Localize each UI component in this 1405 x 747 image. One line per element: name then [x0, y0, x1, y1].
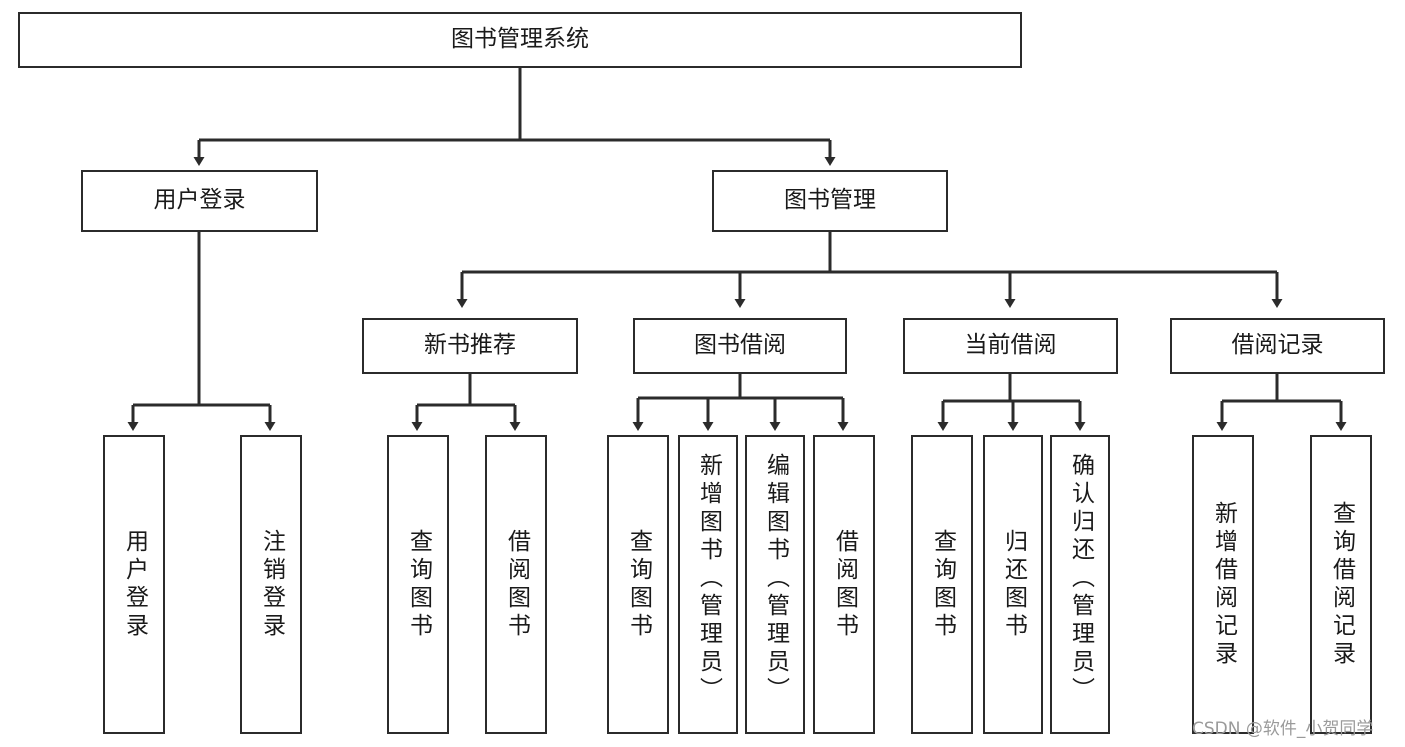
node-label: 新增借阅记录: [1210, 500, 1237, 669]
node-label: 新书推荐: [424, 332, 516, 359]
node-leaf-confirm-return[interactable]: 确认归还（管理员）: [1050, 435, 1110, 734]
node-label: 借阅图书: [503, 528, 530, 641]
node-leaf-user-login[interactable]: 用户登录: [103, 435, 165, 734]
node-leaf-query-book-2[interactable]: 查询图书: [607, 435, 669, 734]
node-book-management[interactable]: 图书管理: [712, 170, 948, 232]
node-borrow-record[interactable]: 借阅记录: [1170, 318, 1385, 374]
node-label: 确认归还（管理员）: [1067, 453, 1094, 705]
node-label: 查询借阅记录: [1328, 500, 1355, 669]
node-leaf-edit-book[interactable]: 编辑图书（管理员）: [745, 435, 805, 734]
node-label: 查询图书: [929, 528, 956, 641]
node-user-login[interactable]: 用户登录: [81, 170, 318, 232]
node-leaf-borrow-book-2[interactable]: 借阅图书: [813, 435, 875, 734]
node-leaf-query-record[interactable]: 查询借阅记录: [1310, 435, 1372, 734]
node-label: 新增图书（管理员）: [695, 453, 722, 705]
node-label: 当前借阅: [964, 332, 1057, 359]
node-root-system[interactable]: 图书管理系统: [18, 12, 1022, 68]
node-leaf-query-book-1[interactable]: 查询图书: [387, 435, 449, 734]
node-leaf-logout-login[interactable]: 注销登录: [240, 435, 302, 734]
node-label: 用户登录: [153, 187, 246, 214]
node-label: 查询图书: [625, 528, 652, 641]
node-label: 编辑图书（管理员）: [762, 453, 789, 705]
node-label: 注销登录: [258, 528, 285, 641]
node-label: 用户登录: [121, 528, 148, 641]
node-label: 图书借阅: [694, 332, 786, 359]
node-label: 图书管理: [784, 187, 876, 214]
node-new-book-recommend[interactable]: 新书推荐: [362, 318, 578, 374]
node-label: 借阅图书: [831, 528, 858, 641]
node-leaf-borrow-book-1[interactable]: 借阅图书: [485, 435, 547, 734]
node-current-borrow[interactable]: 当前借阅: [903, 318, 1118, 374]
node-leaf-query-book-3[interactable]: 查询图书: [911, 435, 973, 734]
node-leaf-return-book[interactable]: 归还图书: [983, 435, 1043, 734]
node-label: 归还图书: [1000, 528, 1027, 641]
node-label: 借阅记录: [1231, 332, 1324, 359]
node-leaf-add-record[interactable]: 新增借阅记录: [1192, 435, 1254, 734]
csdn-watermark: CSDN @软件_小贺同学: [1192, 719, 1374, 739]
node-book-borrow[interactable]: 图书借阅: [633, 318, 847, 374]
node-label: 查询图书: [405, 528, 432, 641]
node-label: 图书管理系统: [451, 26, 589, 53]
node-leaf-add-book[interactable]: 新增图书（管理员）: [678, 435, 738, 734]
